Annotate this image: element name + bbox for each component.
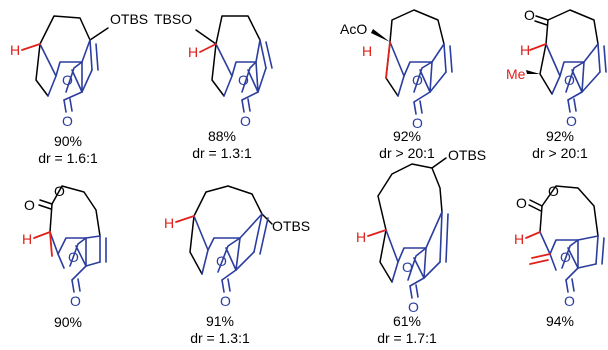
compound-6-dr: dr = 1.3:1 xyxy=(190,330,250,346)
compound-4-ketone-label: O xyxy=(524,7,535,23)
compound-8-bridge-oxygen: O xyxy=(560,249,571,265)
compound-7-h-label: H xyxy=(356,229,366,245)
compound-4-structure xyxy=(526,9,607,113)
compound-8-ring-oxygen: O xyxy=(548,183,559,199)
compound-8-structure xyxy=(525,185,605,293)
compound-4-me-label: Me xyxy=(506,66,526,82)
compound-2-ketone-oxygen: O xyxy=(240,113,251,129)
compound-3-structure xyxy=(371,9,453,115)
compound-6-structure xyxy=(175,185,273,293)
compound-1-ketone-oxygen: O xyxy=(62,113,73,129)
compound-6-bridge-oxygen: O xyxy=(216,253,227,269)
compound-5-carbonyl-oxygen: O xyxy=(24,197,35,213)
compound-7-dr: dr = 1.7:1 xyxy=(377,330,437,346)
compound-3-bridge-oxygen: O xyxy=(412,72,423,88)
compound-2-structure xyxy=(195,15,273,113)
compound-5-ring-oxygen: O xyxy=(54,183,65,199)
compound-4-bridge-oxygen: O xyxy=(564,72,575,88)
compound-4-h-label: H xyxy=(520,42,530,58)
compound-5-bridge-oxygen: O xyxy=(68,249,79,265)
compound-7: OTBS H O O 61% dr = 1.7:1 xyxy=(356,147,486,346)
compound-7-yield: 61% xyxy=(393,313,421,329)
compound-6-otbs-label: OTBS xyxy=(272,218,310,234)
compound-1-otbs-label: OTBS xyxy=(110,11,148,27)
compound-8-h-label: H xyxy=(514,231,524,247)
compound-6: OTBS H O O 91% dr = 1.3:1 xyxy=(164,185,310,346)
compound-8: O O H O O 94% xyxy=(514,183,605,329)
compound-1-dr: dr = 1.6:1 xyxy=(38,150,98,166)
compound-7-otbs-label: OTBS xyxy=(448,147,486,163)
compound-4: O H Me O O 92% dr > 20:1 xyxy=(506,7,607,161)
compound-2-dr: dr = 1.3:1 xyxy=(192,145,252,161)
compound-2-yield: 88% xyxy=(208,128,236,144)
compound-5-yield: 90% xyxy=(54,314,82,330)
compound-1-yield: 90% xyxy=(54,133,82,149)
compound-2: TBSO H O O 88% dr = 1.3:1 xyxy=(154,11,273,161)
compound-7-structure xyxy=(367,157,449,299)
compound-3-dr: dr > 20:1 xyxy=(379,145,435,161)
compound-3-ketone-oxygen: O xyxy=(412,115,423,131)
compound-2-bridge-oxygen: O xyxy=(238,72,249,88)
compound-4-dr: dr > 20:1 xyxy=(532,145,588,161)
compound-6-yield: 91% xyxy=(206,313,234,329)
compound-7-bridge-oxygen: O xyxy=(402,259,413,275)
compound-1: OTBS H O O 90% dr = 1.6:1 xyxy=(10,11,148,166)
compound-1-structure xyxy=(21,15,109,113)
compound-3: AcO H O O 92% dr > 20:1 xyxy=(340,9,453,161)
compound-1-h-label: H xyxy=(10,42,20,58)
compound-6-ketone-oxygen: O xyxy=(220,293,231,309)
compound-4-yield: 92% xyxy=(546,128,574,144)
compound-8-yield: 94% xyxy=(546,313,574,329)
compound-5-ketone-oxygen: O xyxy=(70,293,81,309)
compound-7-ketone-oxygen: O xyxy=(408,299,419,315)
compound-3-aco-label: AcO xyxy=(340,21,367,37)
compound-6-h-label: H xyxy=(164,215,174,231)
compound-8-carbonyl-oxygen: O xyxy=(516,195,527,211)
compound-2-h-label: H xyxy=(188,44,198,60)
compound-8-ketone-oxygen: O xyxy=(564,293,575,309)
compound-3-yield: 92% xyxy=(393,128,421,144)
compound-1-bridge-oxygen: O xyxy=(62,72,73,88)
compound-2-otbs-label: TBSO xyxy=(154,11,192,27)
compound-5-structure xyxy=(33,185,107,293)
compound-3-h-label: H xyxy=(362,43,372,59)
compound-5: O O H O O 90% xyxy=(22,183,107,330)
compound-4-ketone-oxygen: O xyxy=(566,113,577,129)
compound-5-h-label: H xyxy=(22,231,32,247)
